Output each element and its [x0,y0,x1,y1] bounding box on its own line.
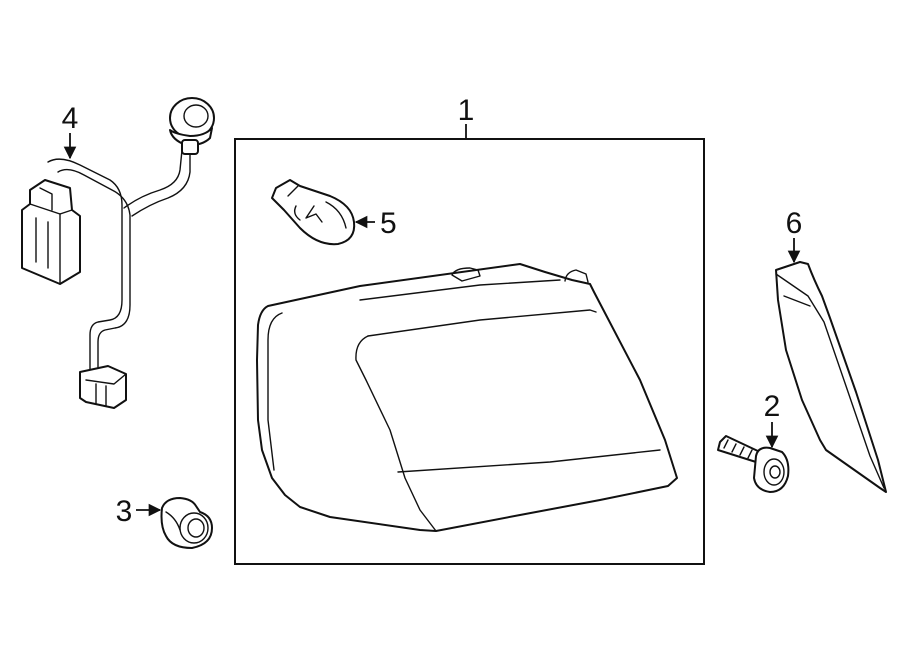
callout-2-label: 2 [764,390,781,423]
grommet [160,497,213,549]
callout-5-label: 5 [380,207,397,240]
callout-4-label: 4 [62,102,79,135]
bolt [717,435,790,493]
tail-lamp-assembly-group: 1 5 [234,94,705,565]
wiring-harness [21,97,215,409]
assembly-box [234,138,705,565]
callout-6-label: 6 [786,207,803,240]
seal [775,261,887,493]
callout-3-label: 3 [116,495,133,528]
tail-lamp-housing [256,263,678,532]
callout-1-label: 1 [458,94,475,127]
bulb [271,179,356,246]
